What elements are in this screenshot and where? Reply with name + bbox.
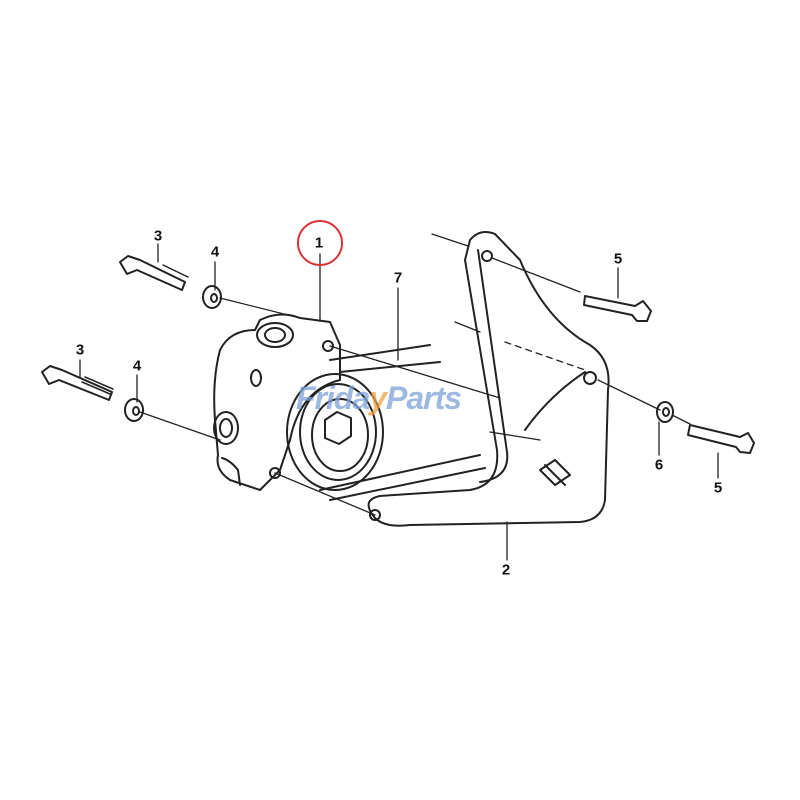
watermark-part1: Frida [296, 380, 370, 416]
bracket [367, 231, 610, 527]
bolt-3-lower [41, 365, 113, 401]
callout-4b: 4 [132, 357, 142, 375]
watermark-y: y [369, 380, 387, 416]
highlight-circle [297, 220, 343, 266]
watermark-part2: Parts [386, 380, 462, 416]
callout-2: 2 [501, 561, 511, 579]
washer-4-upper [202, 285, 222, 309]
callout-6: 6 [654, 456, 664, 474]
callout-3a: 3 [153, 227, 163, 245]
washer-6 [656, 401, 674, 423]
bolt-3-upper [119, 255, 186, 291]
pulley [286, 373, 384, 491]
callout-4a: 4 [210, 243, 220, 261]
watermark-logo: FridayParts [296, 380, 462, 417]
callout-5b: 5 [713, 479, 723, 497]
washer-4-lower [124, 398, 144, 422]
bolt-5-upper [583, 295, 652, 322]
callout-3b: 3 [75, 341, 85, 359]
callout-5a: 5 [613, 250, 623, 268]
callout-1: 1 [314, 234, 324, 252]
callout-7: 7 [393, 269, 403, 287]
bolt-5-lower [687, 424, 755, 454]
